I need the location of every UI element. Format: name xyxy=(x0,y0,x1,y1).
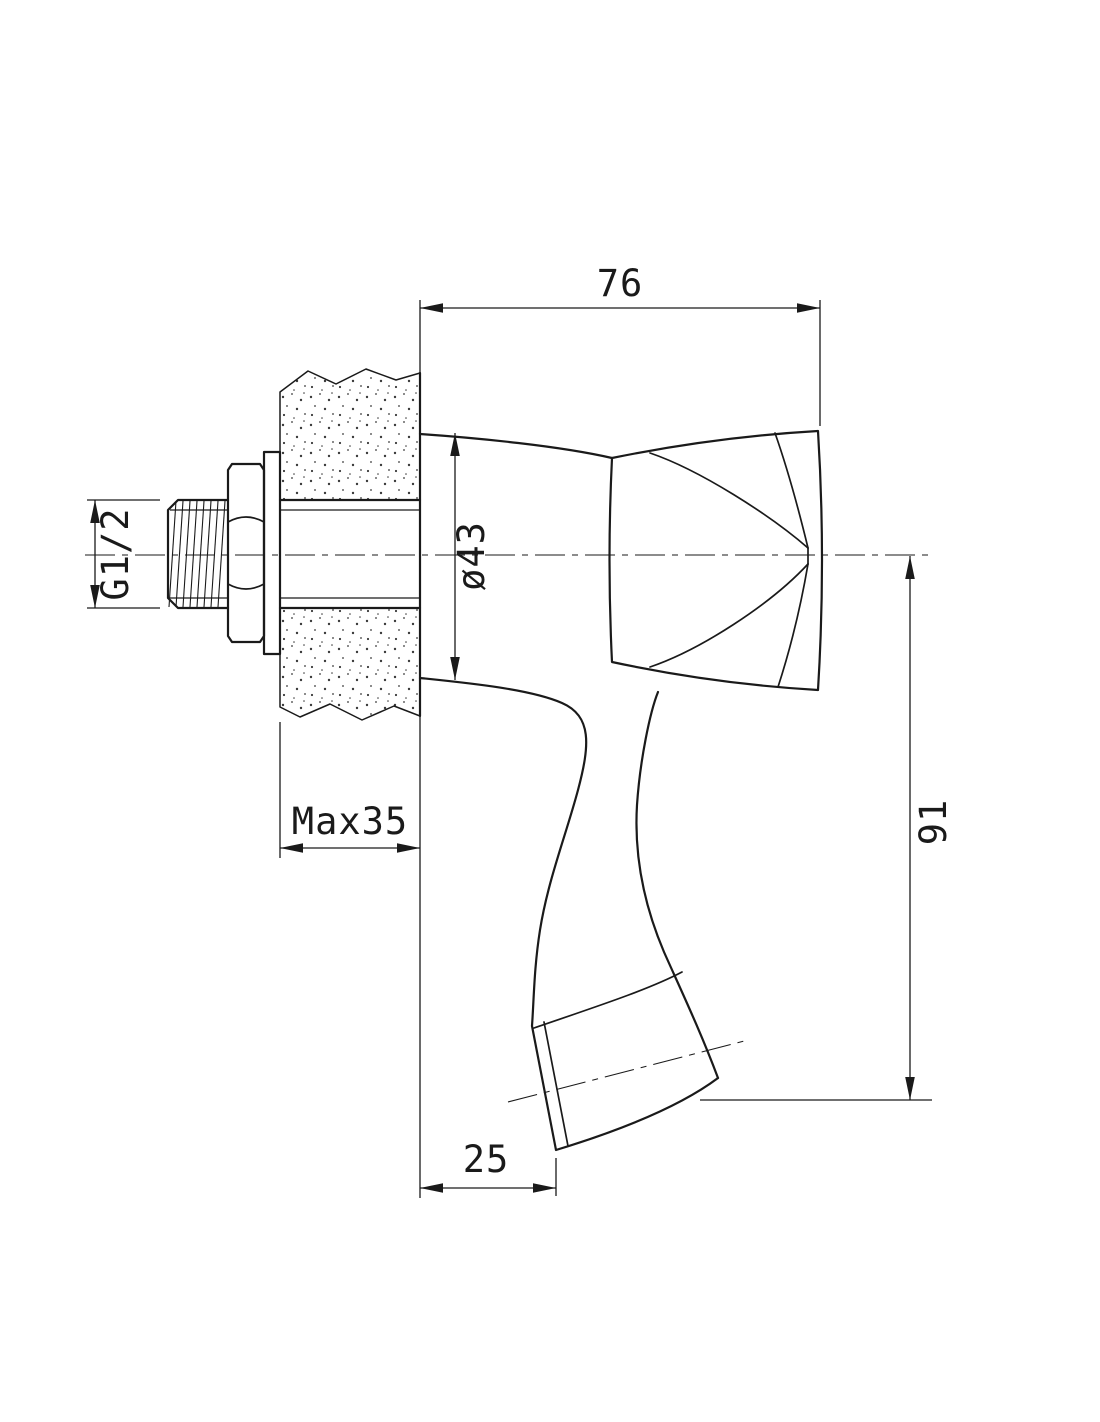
dim25-arrow-left xyxy=(420,1183,443,1193)
nut-facet-bottom xyxy=(227,583,265,590)
dimd43-label: ø43 xyxy=(450,521,493,591)
dim76-arrow-right xyxy=(797,303,820,313)
handle-lobe-upper-short xyxy=(774,432,809,549)
wall-lower-block xyxy=(279,607,421,721)
dim91-label: 91 xyxy=(912,799,955,846)
dimension-g12: G1/2 xyxy=(87,499,160,609)
handle-lobe-lower-long xyxy=(649,563,809,668)
spout-centerline xyxy=(507,1039,749,1103)
flange-outline xyxy=(262,450,282,656)
dim25-arrow-right xyxy=(533,1183,556,1193)
body-top-outline xyxy=(418,432,614,460)
wall-upper-block xyxy=(279,368,421,501)
wall-flange xyxy=(262,450,282,656)
dimmax35-arrow-right xyxy=(397,843,420,853)
thread-outline xyxy=(166,498,230,610)
spout-outlet-inner-line xyxy=(543,1021,569,1147)
dim91-arrow-top xyxy=(905,556,915,579)
dimension-max35: Max35 xyxy=(279,722,420,858)
dimension-d43: ø43 xyxy=(450,433,493,680)
neck-right-outline xyxy=(635,690,720,1080)
nut-outline xyxy=(226,462,266,644)
dim76-arrow-left xyxy=(420,303,443,313)
dim25-label: 25 xyxy=(463,1138,510,1181)
body-neck-spout-outline xyxy=(418,676,720,1152)
dimension-25: 25 xyxy=(420,1138,557,1196)
dim76-label: 76 xyxy=(597,262,644,305)
supply-pipe-thread xyxy=(166,498,422,610)
dimg12-label: G1/2 xyxy=(94,507,137,600)
spout-junction-line xyxy=(533,971,683,1029)
dimd43-arrow-top xyxy=(450,433,460,456)
handle-outline xyxy=(608,429,824,692)
faucet-body xyxy=(418,432,720,1152)
handle-lobe-upper-long xyxy=(649,452,809,549)
dimmax35-label: Max35 xyxy=(292,800,408,843)
lock-nut xyxy=(226,462,266,644)
dimmax35-arrow-left xyxy=(280,843,303,853)
thread-hatch-lines xyxy=(168,500,226,608)
handle-lobe-lower-short xyxy=(777,563,809,688)
dimg12-arrow-top xyxy=(90,500,100,523)
dimension-76: 76 xyxy=(420,262,821,426)
faucet-spout xyxy=(507,971,749,1147)
faucet-handle xyxy=(608,429,824,692)
dimd43-arrow-bottom xyxy=(450,657,460,680)
dim91-arrow-bottom xyxy=(905,1077,915,1100)
nut-facet-top xyxy=(227,516,265,523)
wall-section xyxy=(279,300,422,1198)
dimg12-arrow-bottom xyxy=(90,585,100,608)
dimension-91: 91 xyxy=(700,556,955,1101)
